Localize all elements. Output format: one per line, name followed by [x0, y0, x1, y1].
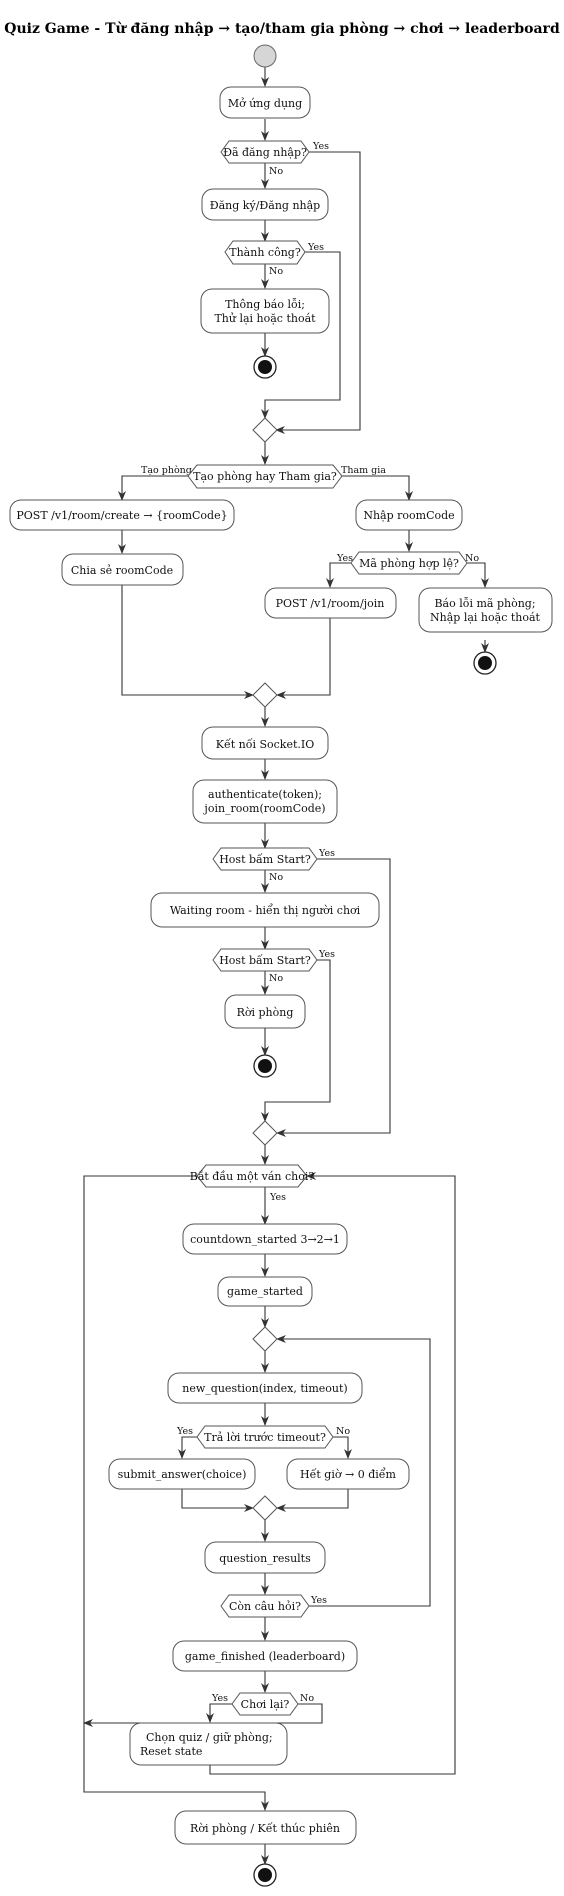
branch-label: No [269, 872, 283, 883]
svg-text:Nhập roomCode: Nhập roomCode [363, 509, 454, 522]
svg-text:Bắt đầu một ván chơi?: Bắt đầu một ván chơi? [190, 1170, 315, 1183]
activity-enter-code: Nhập roomCode [355, 499, 463, 531]
svg-text:Báo lỗi mã phòng;: Báo lỗi mã phòng; [434, 597, 535, 610]
activity-register-login: Đăng ký/Đăng nhập [201, 188, 329, 221]
svg-text:Đã đăng nhập?: Đã đăng nhập? [223, 146, 307, 159]
activity-error-message: Thông báo lỗi; Thử lại hoặc thoát [200, 288, 330, 334]
merge-node [252, 417, 278, 443]
svg-text:Waiting room - hiển thị người: Waiting room - hiển thị người chơi [170, 903, 361, 917]
branch-label: No [300, 1693, 314, 1704]
activity-game-started: game_started [217, 1276, 313, 1307]
svg-text:Chơi lại?: Chơi lại? [241, 1698, 290, 1711]
svg-text:Rời phòng: Rời phòng [237, 1006, 294, 1019]
decision-logged-in: Đã đăng nhập? [220, 140, 310, 164]
end-node [253, 1863, 277, 1887]
branch-label: No [269, 266, 283, 277]
diagram-title: Quiz Game - Từ đăng nhập → tạo/tham gia … [4, 21, 560, 37]
svg-text:join_room(roomCode): join_room(roomCode) [202, 802, 325, 815]
svg-text:Reset state: Reset state [140, 1745, 202, 1758]
branch-label: Yes [318, 848, 335, 859]
branch-label: No [269, 166, 283, 177]
svg-text:Mã phòng hợp lệ?: Mã phòng hợp lệ? [359, 557, 459, 570]
decision-host-start-2: Host bấm Start? [212, 948, 318, 972]
end-node [473, 651, 497, 675]
decision-play-again: Chơi lại? [231, 1692, 299, 1716]
svg-text:Thành công?: Thành công? [229, 246, 301, 259]
branch-label: Yes [312, 141, 329, 152]
end-node [253, 355, 277, 379]
activity-leave-end-session: Rời phòng / Kết thúc phiên [174, 1810, 357, 1845]
svg-text:game_started: game_started [227, 1285, 303, 1298]
branch-labels: Yes No Yes No Tạo phòng Tham gia Yes No … [141, 141, 479, 1704]
branch-label: No [269, 973, 283, 984]
activity-question-results: question_results [204, 1541, 326, 1574]
branch-label: Yes [310, 1595, 327, 1606]
activity-choose-quiz: Chọn quiz / giữ phòng; Reset state [129, 1722, 288, 1766]
activity-post-create: POST /v1/room/create → {roomCode} [9, 499, 235, 531]
svg-text:Chọn quiz / giữ phòng;: Chọn quiz / giữ phòng; [146, 1731, 273, 1744]
svg-text:Nhập lại hoặc thoát: Nhập lại hoặc thoát [430, 611, 541, 624]
decision-code-valid: Mã phòng hợp lệ? [350, 551, 468, 575]
svg-text:game_finished (leaderboard): game_finished (leaderboard) [185, 1650, 345, 1663]
branch-label: Tạo phòng [141, 465, 192, 476]
svg-text:Host bấm Start?: Host bấm Start? [219, 954, 311, 967]
edges [83, 67, 489, 1865]
svg-text:Mở ứng dụng: Mở ứng dụng [228, 97, 302, 110]
svg-text:Trả lời trước timeout?: Trả lời trước timeout? [204, 1431, 326, 1444]
activity-open-app: Mở ứng dụng [219, 86, 311, 119]
activity-authenticate-join: authenticate(token); join_room(roomCode) [192, 779, 338, 824]
activity-waiting-room: Waiting room - hiển thị người chơi [150, 892, 380, 928]
svg-text:POST /v1/room/join: POST /v1/room/join [276, 597, 385, 610]
decision-success: Thành công? [224, 240, 306, 265]
activity-game-finished: game_finished (leaderboard) [172, 1640, 358, 1672]
merge-node [252, 1326, 278, 1352]
activity-invalid-code: Báo lỗi mã phòng; Nhập lại hoặc thoát [418, 587, 553, 633]
branch-label: No [336, 1426, 350, 1437]
decision-more-questions: Còn câu hỏi? [220, 1594, 310, 1618]
decision-answer-before-timeout: Trả lời trước timeout? [196, 1425, 334, 1449]
svg-text:POST /v1/room/create → {roomCo: POST /v1/room/create → {roomCode} [16, 509, 227, 522]
activity-leave-room: Rời phòng [224, 994, 306, 1029]
activity-timeout-zero: Hết giờ → 0 điểm [286, 1458, 410, 1490]
branch-label: Yes [318, 949, 335, 960]
svg-text:Đăng ký/Đăng nhập: Đăng ký/Đăng nhập [210, 199, 320, 212]
svg-text:authenticate(token);: authenticate(token); [208, 788, 322, 801]
svg-text:Rời phòng / Kết thúc phiên: Rời phòng / Kết thúc phiên [190, 1822, 340, 1835]
svg-text:Kết nối Socket.IO: Kết nối Socket.IO [216, 738, 315, 751]
start-node [253, 44, 277, 68]
svg-text:Chia sẻ roomCode: Chia sẻ roomCode [71, 564, 173, 577]
decision-start-game: Bắt đầu một ván chơi? [190, 1164, 315, 1188]
branch-label: Yes [176, 1426, 193, 1437]
end-node [253, 1054, 277, 1078]
merge-node [252, 1120, 278, 1146]
svg-text:Host bấm Start?: Host bấm Start? [219, 853, 311, 866]
branch-label: Tham gia [341, 465, 386, 476]
decision-create-or-join: Tạo phòng hay Tham gia? [187, 464, 343, 489]
merge-node [252, 1495, 278, 1521]
branch-label: Yes [211, 1693, 228, 1704]
activity-countdown: countdown_started 3→2→1 [182, 1223, 348, 1255]
svg-text:question_results: question_results [219, 1552, 311, 1565]
svg-text:Thử lại hoặc thoát: Thử lại hoặc thoát [214, 312, 316, 325]
svg-text:Hết giờ → 0 điểm: Hết giờ → 0 điểm [300, 1467, 396, 1481]
svg-text:Tạo phòng hay Tham gia?: Tạo phòng hay Tham gia? [193, 470, 337, 483]
activity-post-join: POST /v1/room/join [264, 587, 397, 619]
activity-new-question: new_question(index, timeout) [167, 1372, 363, 1404]
branch-label: Yes [336, 553, 353, 564]
svg-text:submit_answer(choice): submit_answer(choice) [118, 1468, 247, 1481]
activity-submit-answer: submit_answer(choice) [108, 1458, 256, 1490]
merge-node [252, 682, 278, 708]
svg-text:Còn câu hỏi?: Còn câu hỏi? [229, 1600, 301, 1613]
branch-label: Yes [269, 1192, 286, 1203]
svg-text:countdown_started 3→2→1: countdown_started 3→2→1 [190, 1233, 340, 1246]
activity-share-code: Chia sẻ roomCode [61, 553, 184, 586]
branch-label: No [465, 553, 479, 564]
activity-socket-connect: Kết nối Socket.IO [201, 726, 329, 760]
decision-host-start-1: Host bấm Start? [212, 847, 318, 871]
branch-label: Yes [307, 242, 324, 253]
svg-text:new_question(index, timeout): new_question(index, timeout) [182, 1382, 347, 1395]
svg-text:Thông báo lỗi;: Thông báo lỗi; [225, 298, 305, 311]
